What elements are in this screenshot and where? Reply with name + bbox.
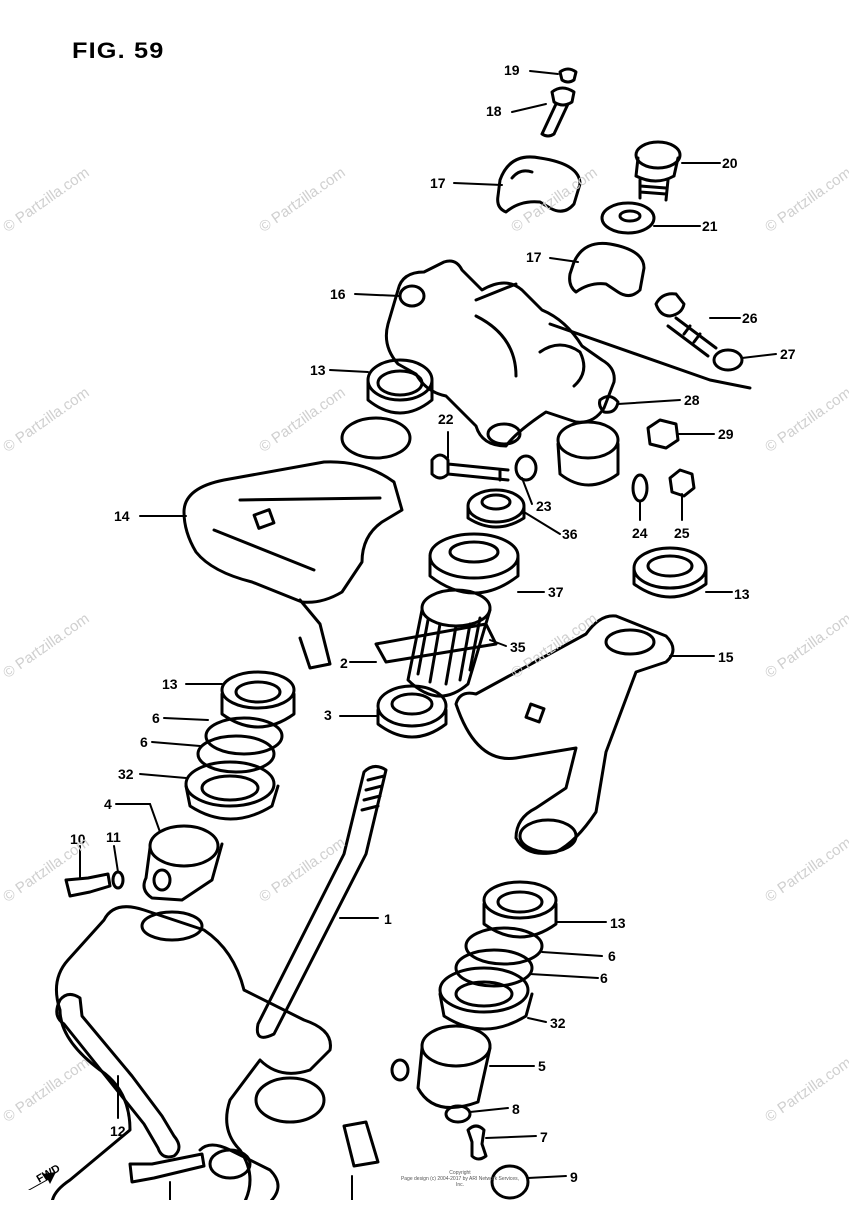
bolt-22 <box>430 453 510 482</box>
fork-lower-left-4 <box>142 824 224 902</box>
callout-c7: 7 <box>540 1129 548 1145</box>
bearing-race-13-lower-right <box>482 880 558 939</box>
callout-c17a: 17 <box>430 175 446 191</box>
callout-c5: 5 <box>538 1058 546 1074</box>
callout-c32a: 32 <box>118 766 134 782</box>
callout-c37: 37 <box>548 584 564 600</box>
bolt-bottom <box>128 1152 206 1184</box>
bearing-race-13-right <box>632 546 708 599</box>
nut-9 <box>490 1164 530 1200</box>
callout-c4: 4 <box>104 796 112 812</box>
o-ring-6b <box>196 734 276 774</box>
handlebar-clamp-upper <box>496 155 582 214</box>
o-ring-6c <box>464 926 544 966</box>
callout-c27: 27 <box>780 346 796 362</box>
washer-21 <box>600 201 656 235</box>
fork-top-clamp <box>486 420 620 487</box>
cap-bolt-20 <box>634 140 682 202</box>
callout-c13b: 13 <box>734 586 750 602</box>
callout-c19: 19 <box>504 62 520 78</box>
washer-27 <box>712 348 744 372</box>
headlight-bracket-14 <box>182 460 404 604</box>
fork-lower-right-5 <box>390 1024 492 1110</box>
washer-11 <box>111 870 125 890</box>
steering-stem-1 <box>50 765 388 1205</box>
bearing-3 <box>376 684 448 739</box>
bolt-18-19 <box>540 67 578 138</box>
forward-arrow-icon <box>28 1172 56 1190</box>
washer-24 <box>631 473 649 503</box>
washer-8 <box>444 1104 472 1124</box>
callout-c28: 28 <box>684 392 700 408</box>
callout-c10: 10 <box>70 831 86 847</box>
callout-c26: 26 <box>742 310 758 326</box>
plate-bottom <box>342 1120 380 1168</box>
callout-c22: 22 <box>438 411 454 427</box>
copyright-notice: Copyright Page design (c) 2004-2017 by A… <box>400 1170 520 1188</box>
callout-c1: 1 <box>384 911 392 927</box>
dust-seal <box>340 416 412 460</box>
bolt-7 <box>466 1124 488 1161</box>
callout-c13a: 13 <box>310 362 326 378</box>
callout-c15: 15 <box>718 649 734 665</box>
callout-c6a: 6 <box>152 710 160 726</box>
bolt-10 <box>64 872 112 898</box>
bearing-37 <box>428 532 520 595</box>
bearing-race-13-left <box>220 670 296 729</box>
callout-c13c: 13 <box>162 676 178 692</box>
spacer-32-left <box>184 760 280 821</box>
o-ring-6d <box>454 948 534 988</box>
copyright-line-2: Page design (c) 2004-2017 by ARI Network… <box>400 1176 520 1188</box>
handlebar-clamp-lower <box>568 241 646 297</box>
callout-c23: 23 <box>536 498 552 514</box>
copyright-line-1: Copyright <box>449 1170 471 1176</box>
callout-c2: 2 <box>340 655 348 671</box>
washer-28 <box>598 395 620 414</box>
callout-c32b: 32 <box>550 1015 566 1031</box>
nut-25 <box>668 468 696 498</box>
callout-c6b: 6 <box>140 734 148 750</box>
o-ring-6a <box>204 716 284 756</box>
callout-c17b: 17 <box>526 249 542 265</box>
callout-c16: 16 <box>330 286 346 302</box>
callout-c12: 12 <box>110 1123 126 1139</box>
nut-29 <box>646 418 680 450</box>
callout-c8: 8 <box>512 1101 520 1117</box>
callout-c24: 24 <box>632 525 648 541</box>
callout-c9: 9 <box>570 1169 578 1185</box>
callout-c13d: 13 <box>610 915 626 931</box>
callout-c18: 18 <box>486 103 502 119</box>
callout-c25: 25 <box>674 525 690 541</box>
callout-c20: 20 <box>722 155 738 171</box>
callout-c11: 11 <box>106 829 121 845</box>
bolt-26 <box>654 292 718 358</box>
spacer-32-right <box>438 966 534 1031</box>
callout-c6c: 6 <box>608 948 616 964</box>
callout-c21: 21 <box>702 218 718 234</box>
tapered-roller-bearing-2 <box>374 588 498 698</box>
callout-c36: 36 <box>562 526 578 542</box>
callout-c29: 29 <box>718 426 734 442</box>
bearing-race-13-top <box>366 358 434 415</box>
cable-12 <box>55 993 181 1159</box>
callout-c3: 3 <box>324 707 332 723</box>
callout-c14: 14 <box>114 508 130 524</box>
callout-c35: 35 <box>510 639 526 655</box>
steering-nut-36 <box>466 488 526 529</box>
figure-title: FIG. 59 <box>72 38 165 63</box>
callout-c6d: 6 <box>600 970 608 986</box>
